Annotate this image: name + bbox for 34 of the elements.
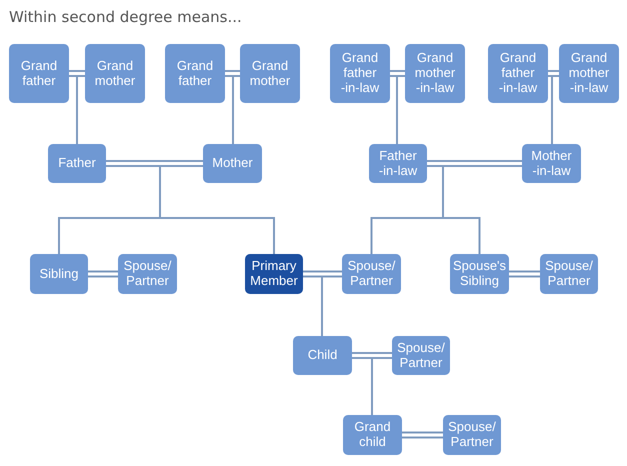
- person-box: Spouse/ Partner: [118, 254, 177, 294]
- person-box: Father -in-law: [369, 144, 427, 183]
- descent-line: [159, 165, 275, 254]
- person-box: Grand mother: [240, 44, 300, 103]
- person-box: Spouse/ Partner: [443, 415, 501, 455]
- person-box: Grand father -in-law: [330, 44, 390, 103]
- person-box: Grand mother -in-law: [559, 44, 619, 103]
- marriage-line: [87, 270, 119, 278]
- title: Within second degree means...: [9, 8, 242, 26]
- descent-line: [321, 276, 342, 336]
- descent-line: [396, 75, 405, 144]
- person-box: Spouse/ Partner: [392, 336, 450, 375]
- descent-line: [232, 75, 240, 144]
- person-box: Spouse/ Partner: [540, 254, 598, 294]
- descent-line: [551, 75, 559, 144]
- person-box: Mother: [203, 144, 262, 183]
- person-box: Grand father -in-law: [488, 44, 548, 103]
- person-box: Spouse/ Partner: [342, 254, 401, 294]
- marriage-line: [401, 432, 444, 438]
- person-box: Father: [48, 144, 106, 183]
- descent-line: [442, 165, 522, 254]
- descent-line: [371, 357, 392, 415]
- person-box: Grand mother -in-law: [405, 44, 465, 103]
- person-box: Grand child: [343, 415, 402, 455]
- person-box: Spouse's Sibling: [450, 254, 509, 294]
- marriage-line: [508, 270, 541, 278]
- person-box: Sibling: [30, 254, 88, 294]
- person-box: Grand father: [9, 44, 69, 103]
- person-box: Primary Member: [245, 254, 303, 294]
- person-box: Grand father: [165, 44, 225, 103]
- person-box: Mother -in-law: [522, 144, 581, 183]
- descent-line: [76, 75, 85, 144]
- person-box: Child: [293, 336, 352, 375]
- person-box: Grand mother: [85, 44, 145, 103]
